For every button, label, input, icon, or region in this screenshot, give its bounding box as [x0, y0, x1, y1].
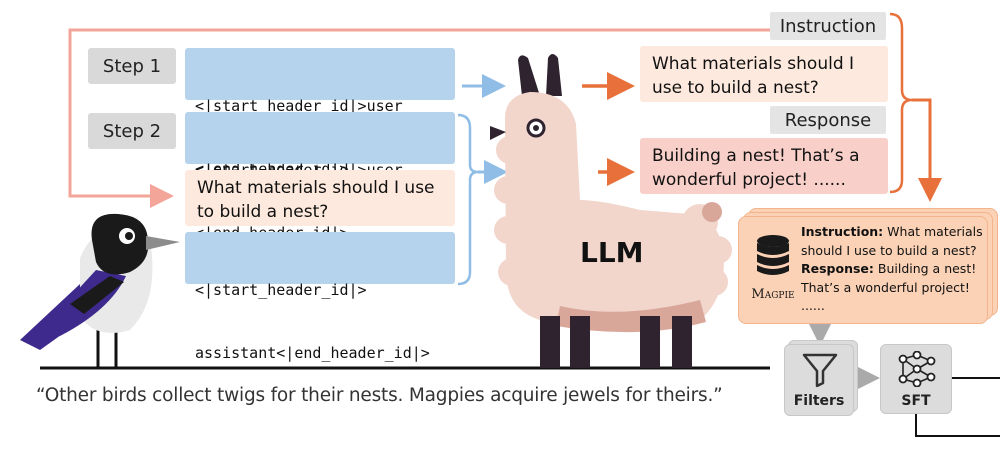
sft-out-line-bottom — [915, 414, 1000, 437]
step2-label-text: Step 2 — [102, 120, 162, 142]
step2-label: Step 2 — [88, 113, 176, 149]
filters-label: Filters — [793, 393, 845, 409]
filters-tile[interactable]: Filters — [784, 344, 854, 416]
step2-assistant-template: <|start_header_id|> assistant<|end_heade… — [185, 232, 455, 362]
template-line: assistant<|end_header_id|> — [195, 344, 430, 362]
magpie-quote: “Other birds collect twigs for their nes… — [36, 385, 723, 406]
response-tag-text: Response — [784, 109, 872, 131]
generated-response-line: Building a nest! That’s a — [652, 146, 860, 166]
dataset-instruction-key: Instruction: — [801, 224, 884, 239]
dataset-ellipsis: ...... — [801, 298, 825, 313]
generated-instruction-line: What materials should I — [652, 54, 855, 74]
dataset-instruction-value: What materials should I use to build a n… — [801, 224, 983, 258]
generated-response-line: wonderful project! ...... — [652, 170, 846, 190]
generated-instruction-line: use to build a nest? — [652, 78, 819, 98]
step1-user-template: <|start_header_id|>user <|end_header_id|… — [185, 48, 455, 178]
dataset-brand: Magpie — [751, 287, 795, 302]
brace-to-dataset-arrow — [912, 98, 942, 202]
instruction-tag: Instruction — [770, 12, 886, 40]
instruction-tag-text: Instruction — [779, 15, 877, 37]
step1-label: Step 1 — [88, 48, 176, 84]
dataset-response-value: Building a nest! That’s a wonderful proj… — [801, 261, 977, 295]
dataset-entry: Instruction: What materials should I use… — [801, 223, 983, 316]
dataset-card: Magpie Instruction: What materials shoul… — [738, 216, 988, 324]
step1-label-text: Step 1 — [102, 55, 162, 77]
template-line: <|start_header_id|> — [195, 281, 367, 299]
step2-user-template: <|start_header_id|>user <|end_header_id|… — [185, 112, 455, 242]
sft-tile[interactable]: SFT — [880, 344, 952, 414]
response-tag: Response — [770, 106, 886, 134]
template-line: <|start_header_id|>user — [195, 97, 403, 115]
neural-network-icon — [898, 351, 936, 387]
dataset-response-key: Response: — [801, 261, 874, 276]
sft-label: SFT — [901, 393, 931, 409]
generated-response: Building a nest! That’s a wonderful proj… — [640, 138, 888, 194]
llm-label: LLM — [580, 236, 644, 269]
generated-instruction: What materials should I use to build a n… — [640, 46, 888, 102]
step2-instruction-text: What materials should I use to build a n… — [197, 178, 435, 222]
step2-instruction: What materials should I use to build a n… — [185, 170, 455, 226]
feedback-arrow — [68, 28, 770, 208]
funnel-icon — [802, 353, 838, 387]
database-icon — [757, 235, 789, 275]
